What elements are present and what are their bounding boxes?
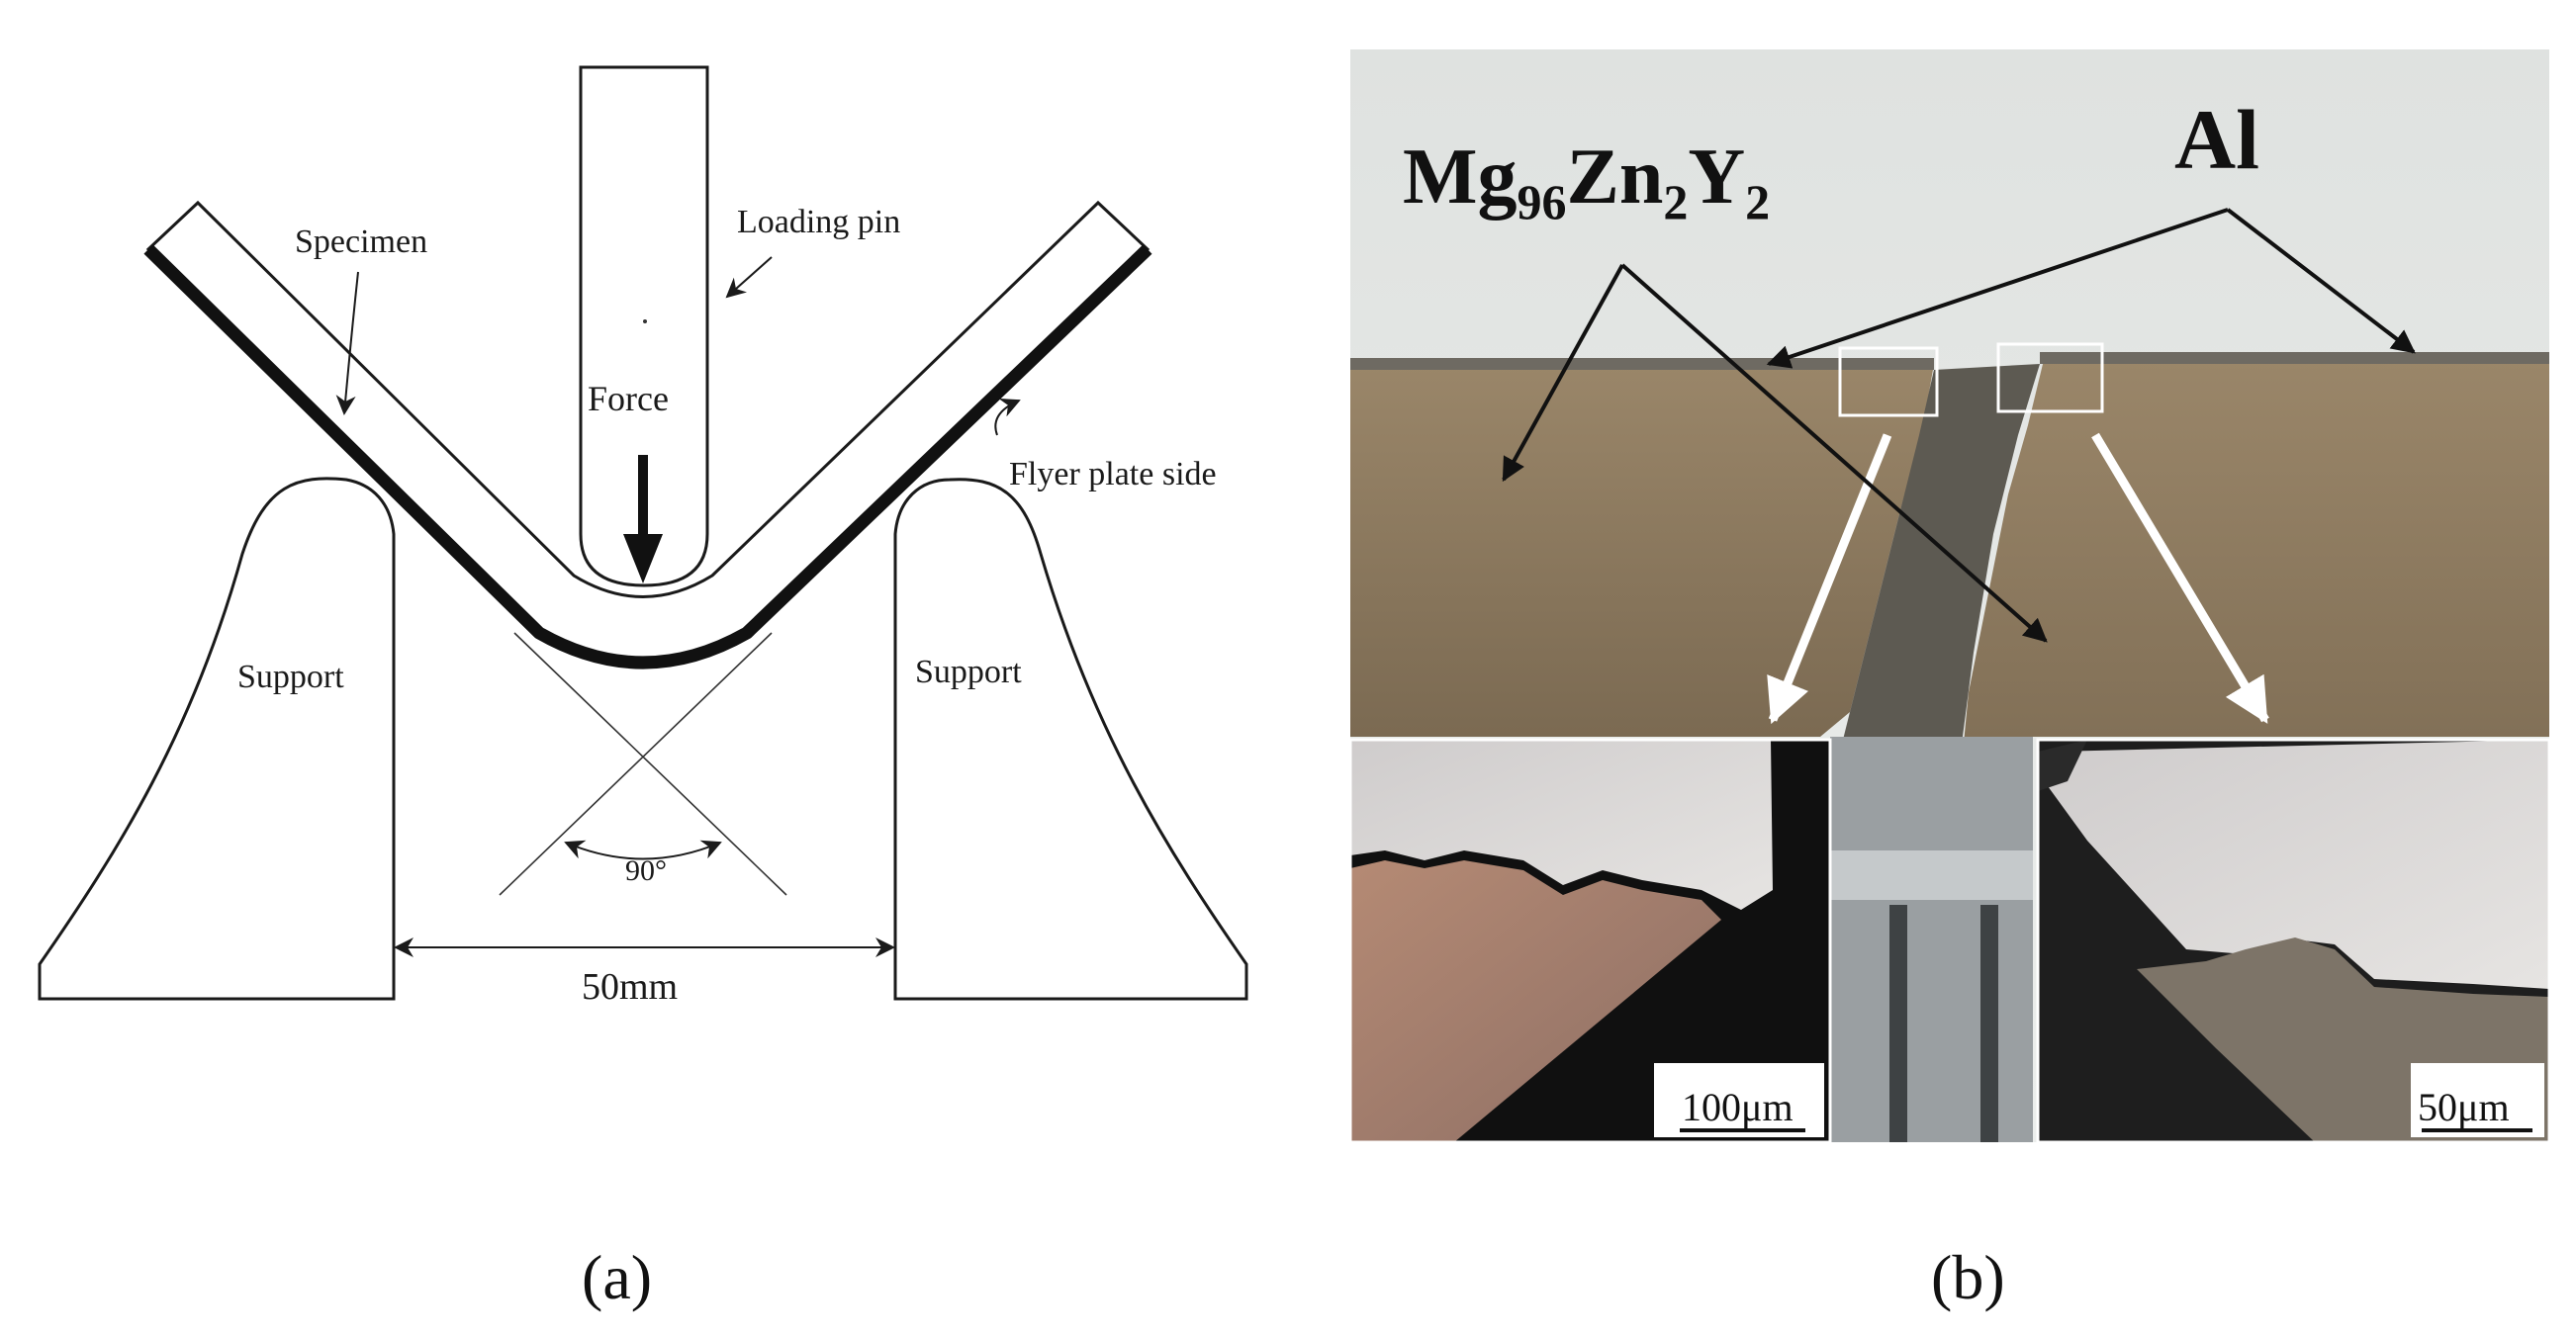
loading-pin-leader-arrow <box>725 256 773 299</box>
inset-border-right <box>2036 738 2551 1144</box>
construction-line-left <box>513 632 787 896</box>
fixture-top-band <box>1830 850 2033 900</box>
detail-box-left <box>1838 346 1939 417</box>
fracture-photograph: 100μm 50μm Mg96Zn2Y2 Al <box>1348 49 2551 1144</box>
label-angle: 90° <box>625 854 667 887</box>
pin-center-dot <box>643 319 647 323</box>
micrograph-left: 100μm <box>1350 740 1830 1142</box>
al-arrow-right <box>2226 208 2416 354</box>
label-specimen: Specimen <box>295 223 427 260</box>
specimen-leader-arrow <box>335 271 359 415</box>
label-force: Force <box>588 379 669 418</box>
inset-border-left <box>1348 738 1832 1144</box>
scale-bar-left-label: 100μm <box>1682 1085 1794 1129</box>
support-left <box>38 477 396 1001</box>
label-support-right: Support <box>915 654 1022 690</box>
scale-bar-right-label: 50μm <box>2418 1085 2510 1129</box>
mg-arrow-left <box>1502 264 1624 483</box>
loading-pin <box>579 65 709 587</box>
inset-arrow-right <box>2091 432 2269 724</box>
scale-bar-left-box <box>1654 1063 1824 1137</box>
bend-test-schematic: Specimen Loading pin Force Flyer plate s… <box>38 65 1248 1008</box>
left-metal-block <box>1350 364 1934 737</box>
right-metal-block <box>1954 358 2549 846</box>
y-base: Y <box>1688 134 1745 221</box>
label-al: Al <box>2174 92 2259 187</box>
zn-base: Zn <box>1567 134 1664 221</box>
flyer-plate-layer <box>143 244 1152 670</box>
zn-subscript: 2 <box>1663 174 1688 229</box>
detail-box-right <box>1996 342 2104 413</box>
flyer-plate-leader-arrow <box>994 398 1021 436</box>
label-span: 50mm <box>582 966 678 1008</box>
angle-arc <box>564 840 722 860</box>
y-subscript: 2 <box>1745 174 1770 229</box>
fixture-base <box>1830 737 2033 1142</box>
fixture-slot-left <box>1889 905 1907 1142</box>
support-right <box>893 478 1248 1001</box>
al-layer-right <box>2040 352 2549 364</box>
mg-arrow-right <box>1620 263 2048 643</box>
label-flyer-plate-side: Flyer plate side <box>1009 456 1217 492</box>
caption-b: (b) <box>1931 1242 2005 1312</box>
al-arrow-left <box>1766 208 2229 369</box>
scale-bar-right-box <box>2411 1063 2544 1137</box>
caption-a: (a) <box>582 1242 653 1312</box>
force-arrowhead <box>623 534 663 583</box>
fixture-slot-right <box>1980 905 1998 1142</box>
crack-gap <box>1840 364 2040 752</box>
label-mg96zn2y2: Mg96Zn2Y2 <box>1403 134 1770 229</box>
al-layer-left <box>1350 358 1934 370</box>
mg-base: Mg <box>1403 134 1518 221</box>
label-loading-pin: Loading pin <box>737 204 900 240</box>
micrograph-right: 50μm <box>2038 740 2549 1142</box>
construction-line-right <box>499 632 773 896</box>
mg-subscript: 96 <box>1518 174 1567 229</box>
label-support-left: Support <box>237 659 344 695</box>
